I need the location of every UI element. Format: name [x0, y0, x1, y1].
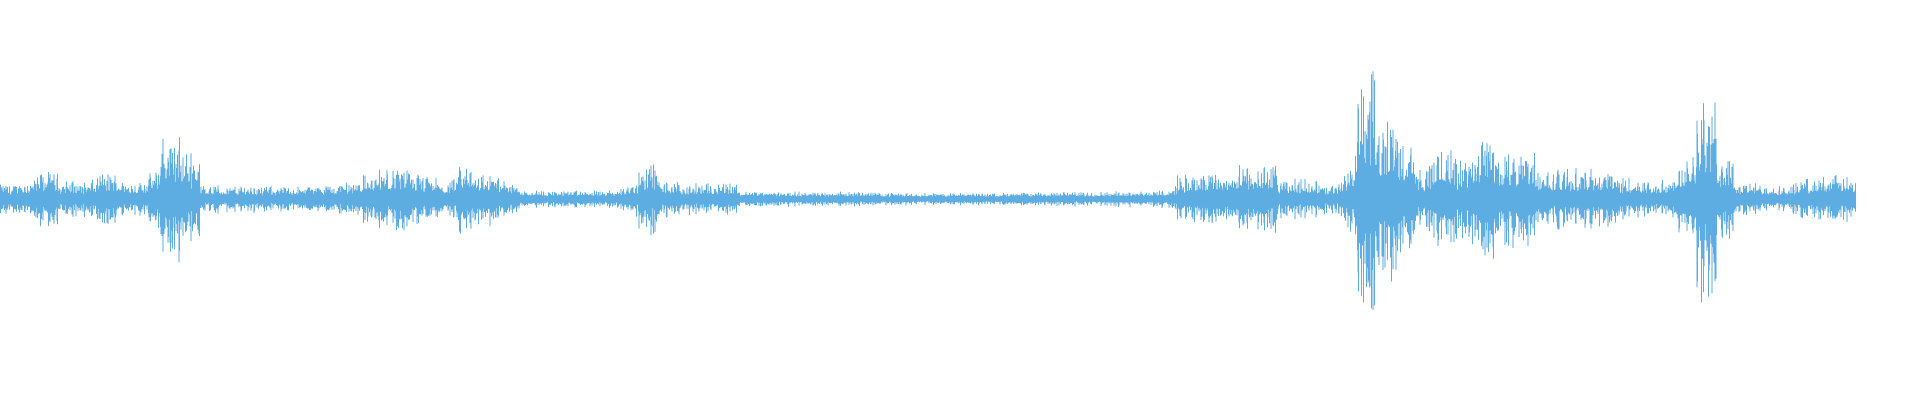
waveform-trace — [0, 71, 1856, 311]
